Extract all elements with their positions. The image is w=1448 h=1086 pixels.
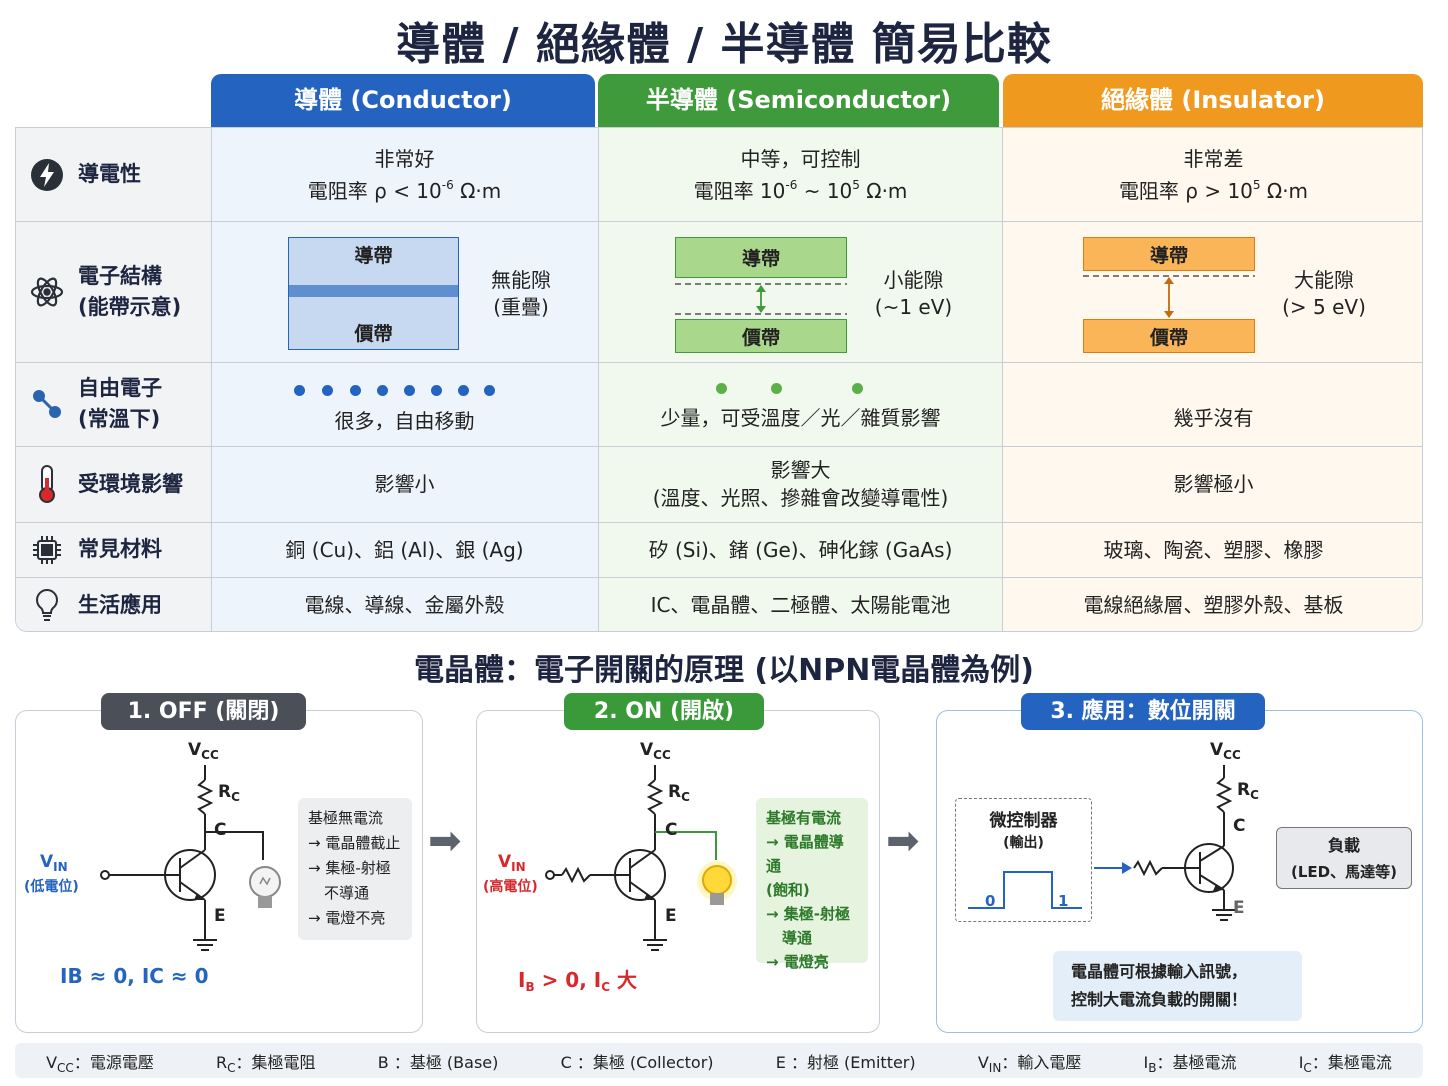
chip-icon [16, 533, 78, 567]
off-c-label: C [214, 820, 227, 840]
column-header-conductor: 導體 (Conductor) [211, 74, 595, 127]
off-vin-label: VIN [40, 852, 68, 874]
on-formula: VIB > 0, IC 大 [518, 968, 637, 994]
row-label-free-electrons: 自由電子(常溫下) [16, 362, 211, 446]
mcu-output-label: (輸出) [1003, 835, 1044, 851]
page-title: 導體 / 絕緣體 / 半導體 簡易比較 [396, 19, 1052, 70]
load-box: 負載 (LED、馬達等) [1276, 827, 1412, 889]
cell-electrons-semiconductor: 少量，可受溫度／光／雜質影響 [660, 406, 941, 430]
lightning-icon [16, 158, 78, 192]
tag-on: 2. ON (開啟) [564, 693, 764, 730]
cell-conductivity-conductor: 非常好 電阻率 ρ < 10-6 Ω·m [307, 146, 502, 203]
on-vcc-label: VCC [640, 740, 671, 762]
conductor-gap-label: 無能隙(重疊) [491, 268, 551, 319]
legend-vcc: VCC：電源電壓 [46, 1052, 154, 1075]
comparison-table: 導電性 非常好 電阻率 ρ < 10-6 Ω·m 中等，可控制 電阻率 10-6… [15, 127, 1423, 632]
tag-application: 3. 應用：數位開關 [1021, 693, 1265, 730]
app-circuit [1094, 765, 1236, 921]
atom-icon [16, 274, 78, 310]
row-label-applications: 生活應用 [16, 577, 211, 631]
app-c-label: C [1233, 816, 1246, 836]
row-label-conductivity: 導電性 [16, 128, 211, 221]
legend-rc: RC：集極電阻 [216, 1052, 316, 1075]
molecule-icon [16, 387, 78, 421]
cell-conductivity-semiconductor: 中等，可控制 電阻率 10-6 ~ 105 Ω·m [693, 146, 908, 203]
app-summary: 電晶體可根據輸入訊號， 控制大電流負載的開關！ [1053, 951, 1302, 1021]
legend-bar: VCC：電源電壓 RC：集極電阻 B ：基極 (Base) C ：集極 (Col… [15, 1043, 1423, 1078]
cell-materials-semiconductor: 矽 (Si)、鍺 (Ge)、砷化鎵 (GaAs) [648, 537, 953, 562]
off-vin-note: (低電位) [24, 879, 79, 895]
thermometer-icon [16, 464, 78, 504]
conductor-conduction-band-label: 導帶 [354, 244, 393, 267]
on-circuit [545, 765, 717, 951]
transistor-section-title: 電晶體：電子開關的原理 (以NPN電晶體為例) [413, 653, 1035, 688]
pulse-waveform [968, 871, 1082, 909]
pulse-low-label: 0 [985, 892, 996, 910]
row-label-environment: 受環境影響 [16, 446, 211, 522]
app-rc-label: RC [1237, 780, 1259, 802]
cell-environment-conductor: 影響小 [374, 472, 435, 496]
legend-ic: IC：集極電流 [1298, 1052, 1392, 1075]
off-vcc-label: VCC [188, 740, 219, 762]
legend-ib: IB：基極電流 [1143, 1052, 1237, 1075]
pulse-high-label: 1 [1058, 892, 1069, 910]
arrow-right-icon: ➡ [428, 818, 462, 864]
off-rc-label: RC [218, 782, 240, 804]
ins-valence-band: 價帶 [1083, 319, 1255, 353]
off-circuit [100, 765, 264, 951]
legend-e: E ：射極 (Emitter) [775, 1052, 916, 1072]
on-vin-label: VIN [498, 852, 526, 874]
cell-environment-insulator: 影響極小 [1173, 472, 1254, 496]
cell-electrons-insulator: 幾乎沒有 [1173, 406, 1254, 430]
row-label-materials: 常見材料 [16, 522, 211, 577]
row-label-structure: 電子結構(能帶示意) [16, 221, 211, 362]
on-note: 基極有電流 → 電晶體導通 (飽和) → 集極-射極 導通 → 電燈亮 [756, 798, 868, 971]
ins-gap-arrow [1083, 275, 1255, 318]
semi-gap-arrow [675, 283, 847, 315]
on-c-label: C [665, 820, 678, 840]
on-e-label: E [665, 906, 677, 926]
ins-gap-label: 大能隙(> 5 eV) [1282, 268, 1366, 319]
bulb-off-icon [249, 866, 281, 908]
semi-conduction-band: 導帶 [675, 237, 847, 278]
cell-environment-semiconductor: 影響大(溫度、光照、摻雜會改變導電性) [652, 458, 949, 510]
legend-vin: VIN：輸入電壓 [977, 1052, 1082, 1075]
cell-applications-conductor: 電線、導線、金屬外殼 [304, 593, 505, 617]
cell-materials-insulator: 玻璃、陶瓷、塑膠、橡膠 [1103, 537, 1324, 562]
app-vcc-label: VCC [1210, 740, 1241, 762]
app-e-label: E [1233, 898, 1245, 918]
conductor-valence-band-label: 價帶 [354, 322, 393, 345]
on-vin-note: (高電位) [483, 879, 538, 895]
cell-applications-insulator: 電線絕緣層、塑膠外殼、基板 [1083, 593, 1344, 617]
column-header-insulator: 絕緣體 (Insulator) [1003, 74, 1423, 127]
cell-materials-conductor: 銅 (Cu)、鋁 (Al)、銀 (Ag) [285, 537, 524, 562]
mcu-box [955, 798, 1092, 922]
lightbulb-icon [16, 587, 78, 623]
tag-off: 1. OFF (關閉) [101, 693, 306, 730]
column-header-semiconductor: 半導體 (Semiconductor) [598, 74, 999, 127]
off-note: 基極無電流 → 電晶體截止 → 集極-射極 不導通 → 電燈不亮 [298, 798, 412, 940]
off-e-label: E [214, 906, 226, 926]
cell-electrons-conductor: 很多，自由移動 [334, 409, 475, 433]
mcu-label: 微控制器 [989, 811, 1058, 831]
cell-applications-semiconductor: IC、電晶體、二極體、太陽能電池 [650, 593, 951, 617]
arrow-right-icon-2: ➡ [886, 818, 920, 864]
bulb-on-icon [697, 861, 737, 905]
cell-conductivity-insulator: 非常差 電阻率 ρ > 105 Ω·m [1118, 146, 1309, 203]
semi-valence-band: 價帶 [675, 319, 847, 353]
semi-gap-label: 小能隙(~1 eV) [874, 268, 953, 319]
off-formula: IB ≈ 0, IC ≈ 0 [60, 964, 209, 988]
on-rc-label: RC [668, 782, 690, 804]
legend-b: B ：基極 (Base) [377, 1052, 499, 1072]
ins-conduction-band: 導帶 [1083, 237, 1255, 271]
legend-c: C ：集極 (Collector) [560, 1052, 714, 1072]
